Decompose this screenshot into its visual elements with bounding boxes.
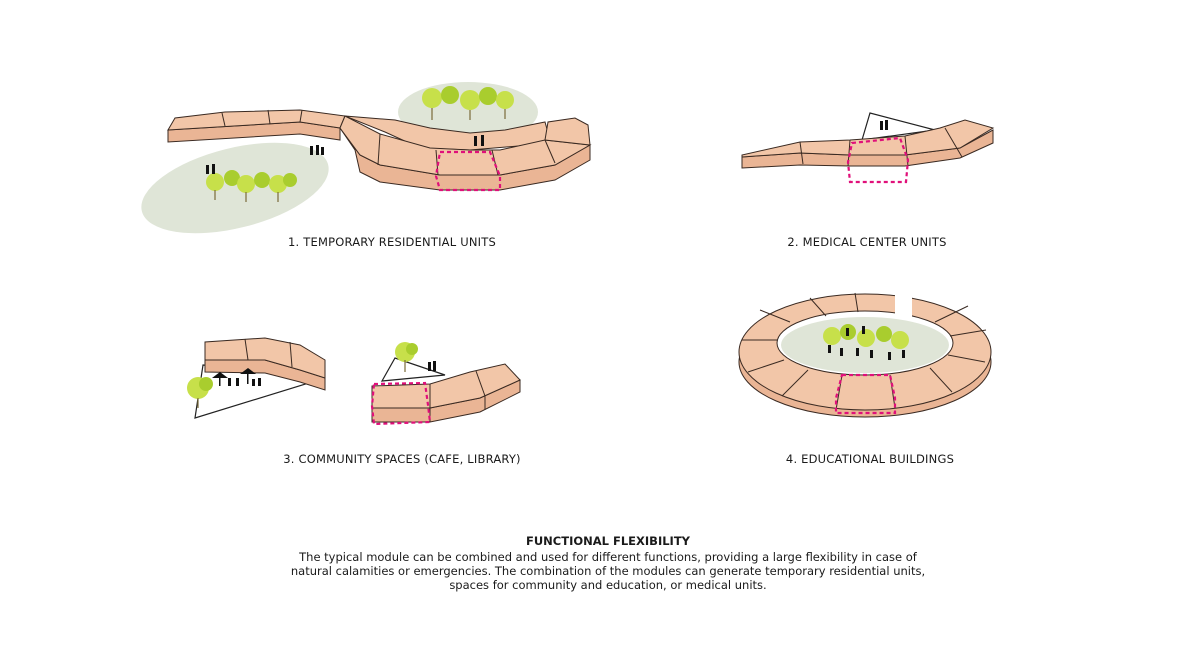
diagram-medical-units (741, 112, 995, 184)
caption-educational-buildings: 4. EDUCATIONAL BUILDINGS (785, 452, 955, 466)
diagram-residential-units (141, 82, 592, 234)
tree-group (823, 324, 909, 349)
tree (395, 342, 418, 372)
highlighted-module (834, 373, 897, 415)
caption-medical-units: 2. MEDICAL CENTER UNITS (787, 235, 947, 249)
cafe-tables-people (212, 368, 261, 386)
diagram-community-spaces (187, 337, 521, 426)
courtyard-outline (861, 112, 936, 141)
tree-group (206, 170, 297, 202)
summary-title: FUNCTIONAL FLEXIBILITY (525, 534, 691, 548)
summary-line: natural calamities or emergencies. The c… (290, 564, 926, 578)
summary-line: spaces for community and education, or m… (449, 578, 767, 592)
caption-community-spaces: 3. COMMUNITY SPACES (CAFE, LIBRARY) (283, 452, 521, 466)
caption-residential-units: 1. TEMPORARY RESIDENTIAL UNITS (288, 235, 496, 249)
summary-description: The typical module can be combined and u… (270, 550, 946, 592)
people-figures (428, 361, 436, 371)
diagram-educational-buildings (738, 292, 992, 418)
courtyard-outline (380, 357, 446, 382)
highlighted-module (846, 136, 910, 184)
highlighted-module (370, 381, 432, 426)
tree (187, 377, 213, 408)
people-figures (880, 120, 888, 130)
highlighted-module (434, 150, 502, 192)
people-figures (206, 135, 484, 174)
tree-group (422, 86, 514, 120)
summary-line: The typical module can be combined and u… (299, 550, 917, 564)
summary-block: FUNCTIONAL FLEXIBILITY The typical modul… (270, 534, 946, 592)
lawn-area (141, 142, 329, 234)
people-figures (828, 326, 905, 360)
